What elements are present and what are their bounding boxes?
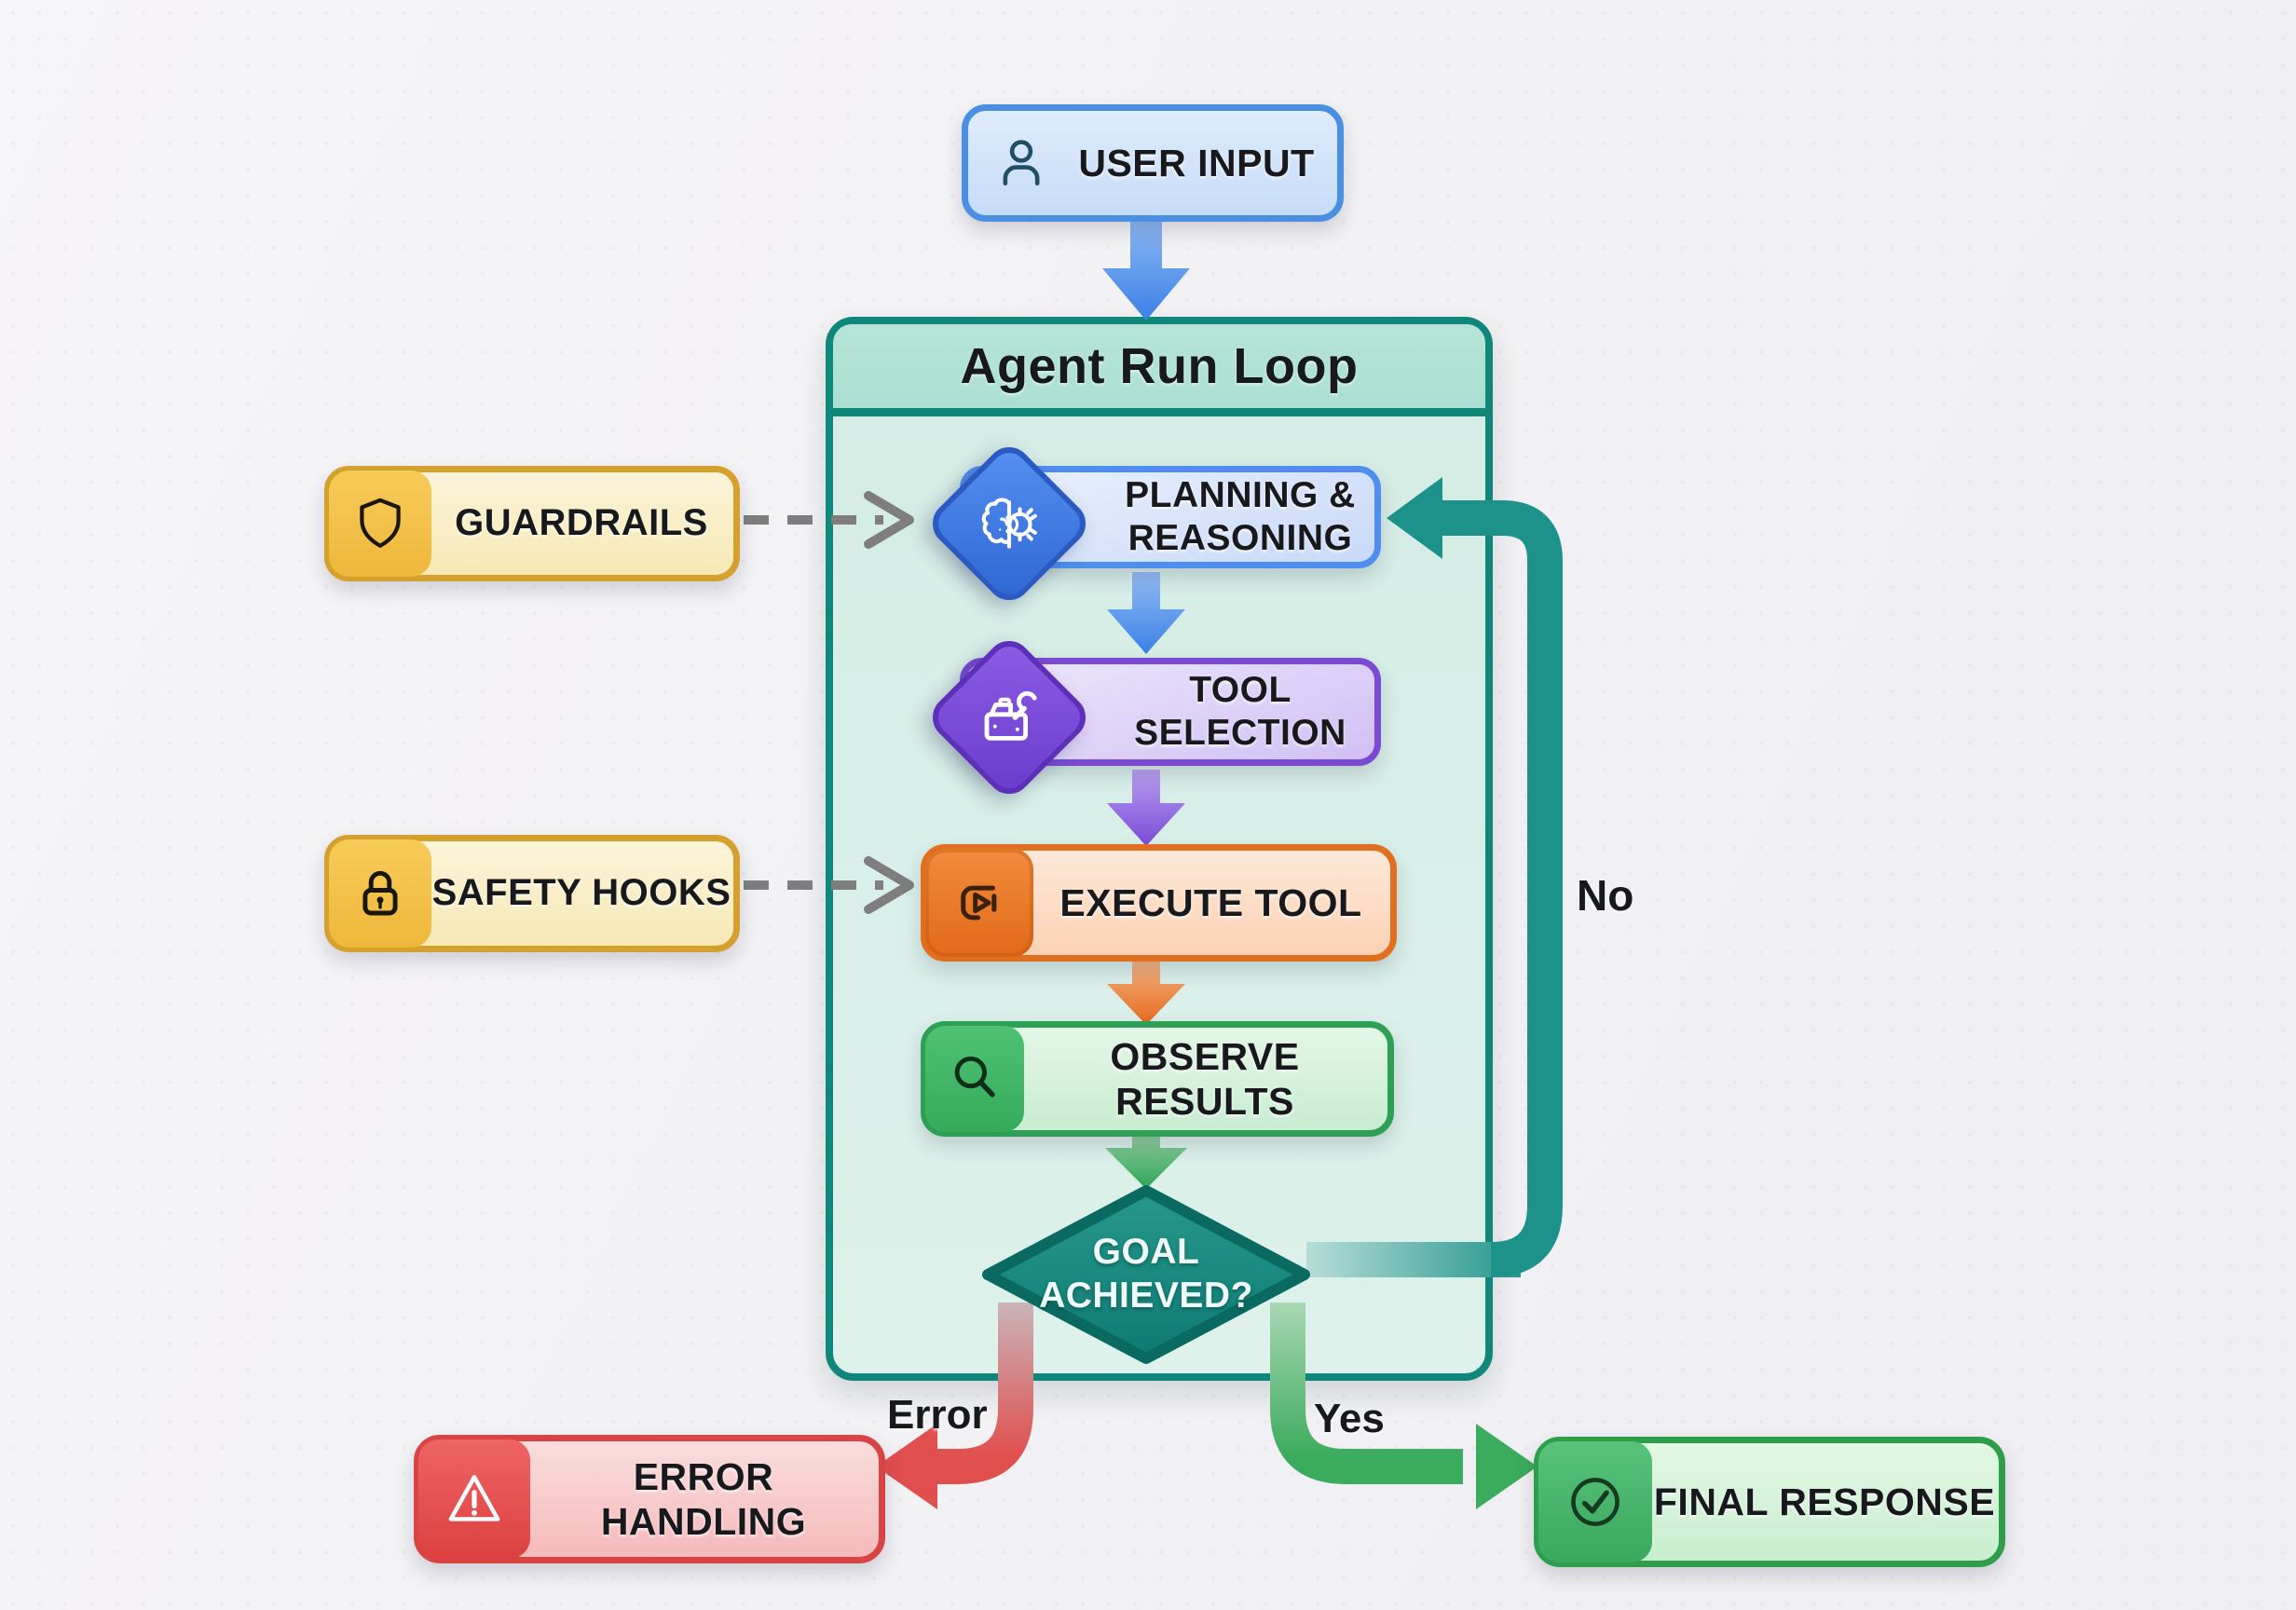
tool-to-execute-arrow bbox=[1107, 770, 1185, 846]
safety-hooks-label: SAFETY HOOKS bbox=[431, 872, 731, 914]
no-loop-arrow bbox=[1306, 477, 1563, 1277]
node-safety-hooks: SAFETY HOOKS bbox=[324, 835, 740, 952]
execute-to-observe-arrow bbox=[1107, 952, 1185, 1025]
node-goal-achieved: GOAL ACHIEVED? bbox=[980, 1189, 1312, 1360]
agent-run-loop-header: Agent Run Loop bbox=[833, 324, 1485, 416]
error-handling-icon-segment bbox=[418, 1439, 530, 1559]
guardrails-icon-segment bbox=[329, 471, 431, 577]
observe-results-icon-segment bbox=[925, 1026, 1024, 1132]
planning-to-tool-arrow bbox=[1107, 572, 1185, 654]
planning-label-line2: REASONING bbox=[1128, 518, 1353, 558]
observe-to-goal-arrow bbox=[1105, 1127, 1187, 1189]
error-arrow bbox=[876, 1303, 1033, 1509]
planning-label-line1: PLANNING & bbox=[1125, 474, 1356, 515]
node-guardrails: GUARDRAILS bbox=[324, 466, 740, 581]
tool-label-line1: TOOL bbox=[1189, 669, 1292, 710]
user-input-label: USER INPUT bbox=[1078, 141, 1315, 184]
lock-icon bbox=[362, 870, 398, 916]
guardrails-dashed-arrow bbox=[744, 491, 914, 549]
execute-tool-label: EXECUTE TOOL bbox=[1059, 880, 1362, 924]
node-user-input: USER INPUT bbox=[962, 104, 1344, 222]
user-input-arrow bbox=[1102, 212, 1190, 321]
node-final-response: FINAL RESPONSE bbox=[1534, 1437, 2005, 1567]
toolbox-icon bbox=[984, 690, 1037, 741]
goal-label-line1: GOAL bbox=[1092, 1232, 1200, 1273]
safety-hooks-icon-segment bbox=[329, 839, 431, 948]
guardrails-label: GUARDRAILS bbox=[455, 502, 708, 544]
tool-label-line2: SELECTION bbox=[1134, 713, 1346, 753]
execute-tool-icon-segment bbox=[925, 849, 1033, 957]
observe-results-label: OBSERVE RESULTS bbox=[1110, 1034, 1300, 1123]
search-icon bbox=[954, 1056, 995, 1098]
play-icon bbox=[961, 885, 997, 921]
user-icon bbox=[1003, 140, 1040, 186]
safety-hooks-dashed-arrow bbox=[744, 856, 914, 914]
yes-arrow bbox=[1270, 1303, 1538, 1509]
brain-gear-icon bbox=[981, 498, 1037, 549]
final-response-label: FINAL RESPONSE bbox=[1653, 1480, 1996, 1523]
planning-diamond bbox=[923, 438, 1095, 609]
node-observe-results: OBSERVE RESULTS bbox=[921, 1021, 1394, 1137]
no-edge-label: No bbox=[1577, 871, 1634, 920]
node-execute-tool: EXECUTE TOOL bbox=[921, 844, 1397, 962]
warning-icon bbox=[448, 1475, 500, 1521]
final-response-icon-segment bbox=[1538, 1441, 1652, 1562]
shield-icon bbox=[360, 498, 401, 548]
check-circle-icon bbox=[1571, 1478, 1620, 1526]
yes-edge-label: Yes bbox=[1314, 1396, 1385, 1441]
agent-run-loop-title: Agent Run Loop bbox=[960, 338, 1359, 394]
error-handling-label: ERROR HANDLING bbox=[600, 1454, 807, 1543]
goal-achieved-diamond bbox=[982, 1185, 1310, 1364]
goal-label-line2: ACHIEVED? bbox=[1039, 1276, 1253, 1316]
tool-selection-diamond bbox=[923, 632, 1095, 803]
node-error-handling: ERROR HANDLING bbox=[414, 1435, 885, 1563]
error-edge-label: Error bbox=[887, 1392, 988, 1438]
